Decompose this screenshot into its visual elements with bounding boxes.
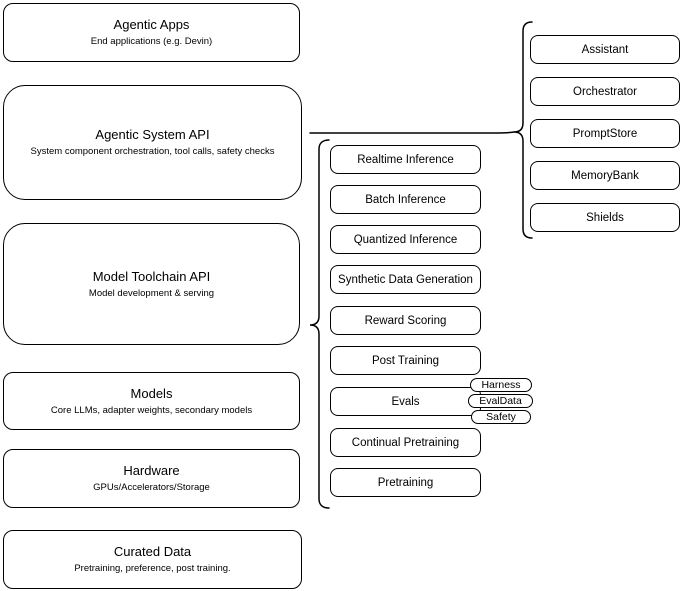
system-component-promptstore: PromptStore xyxy=(530,119,680,148)
toolchain-item-post-training: Post Training xyxy=(330,346,481,375)
toolchain-item-continual-pretraining: Continual Pretraining xyxy=(330,428,481,457)
layer-curated-data: Curated Data Pretraining, preference, po… xyxy=(3,530,302,589)
toolchain-item-realtime-inference: Realtime Inference xyxy=(330,145,481,174)
layer-subtitle: End applications (e.g. Devin) xyxy=(90,36,213,47)
eval-tag-evaldata: EvalData xyxy=(468,394,533,408)
layer-subtitle: Pretraining, preference, post training. xyxy=(74,563,231,574)
toolchain-item-batch-inference: Batch Inference xyxy=(330,185,481,214)
system-component-memorybank: MemoryBank xyxy=(530,161,680,190)
layer-models: Models Core LLMs, adapter weights, secon… xyxy=(3,372,300,430)
toolchain-item-evals: Evals xyxy=(330,387,481,416)
toolchain-item-synthetic-data-generation: Synthetic Data Generation xyxy=(330,265,481,294)
system-component-assistant: Assistant xyxy=(530,35,680,64)
layer-model-toolchain-api: Model Toolchain API Model development & … xyxy=(3,223,300,345)
layer-title: Models xyxy=(130,385,173,401)
toolchain-item-quantized-inference: Quantized Inference xyxy=(330,225,481,254)
layer-agentic-system-api: Agentic System API System component orch… xyxy=(3,85,302,200)
layer-title: Model Toolchain API xyxy=(92,268,211,284)
layer-subtitle: GPUs/Accelerators/Storage xyxy=(93,482,210,493)
system-component-shields: Shields xyxy=(530,203,680,232)
toolchain-item-reward-scoring: Reward Scoring xyxy=(330,306,481,335)
system-api-connector-line xyxy=(309,131,515,134)
toolchain-brace xyxy=(309,139,330,509)
system-component-orchestrator: Orchestrator xyxy=(530,77,680,106)
layer-title: Agentic Apps xyxy=(113,17,190,32)
system-components-brace xyxy=(513,21,533,239)
eval-tag-safety: Safety xyxy=(471,410,531,424)
layer-title: Hardware xyxy=(123,463,180,478)
eval-tag-harness: Harness xyxy=(470,378,532,392)
layer-subtitle: Core LLMs, adapter weights, secondary mo… xyxy=(50,404,253,416)
layer-agentic-apps: Agentic Apps End applications (e.g. Devi… xyxy=(3,3,300,62)
layer-hardware: Hardware GPUs/Accelerators/Storage xyxy=(3,449,300,508)
layer-title: Agentic System API xyxy=(95,127,210,142)
layer-subtitle: Model development & serving xyxy=(88,287,215,299)
layer-title: Curated Data xyxy=(113,544,192,559)
toolchain-item-pretraining: Pretraining xyxy=(330,468,481,497)
layer-subtitle: System component orchestration, tool cal… xyxy=(30,146,275,157)
